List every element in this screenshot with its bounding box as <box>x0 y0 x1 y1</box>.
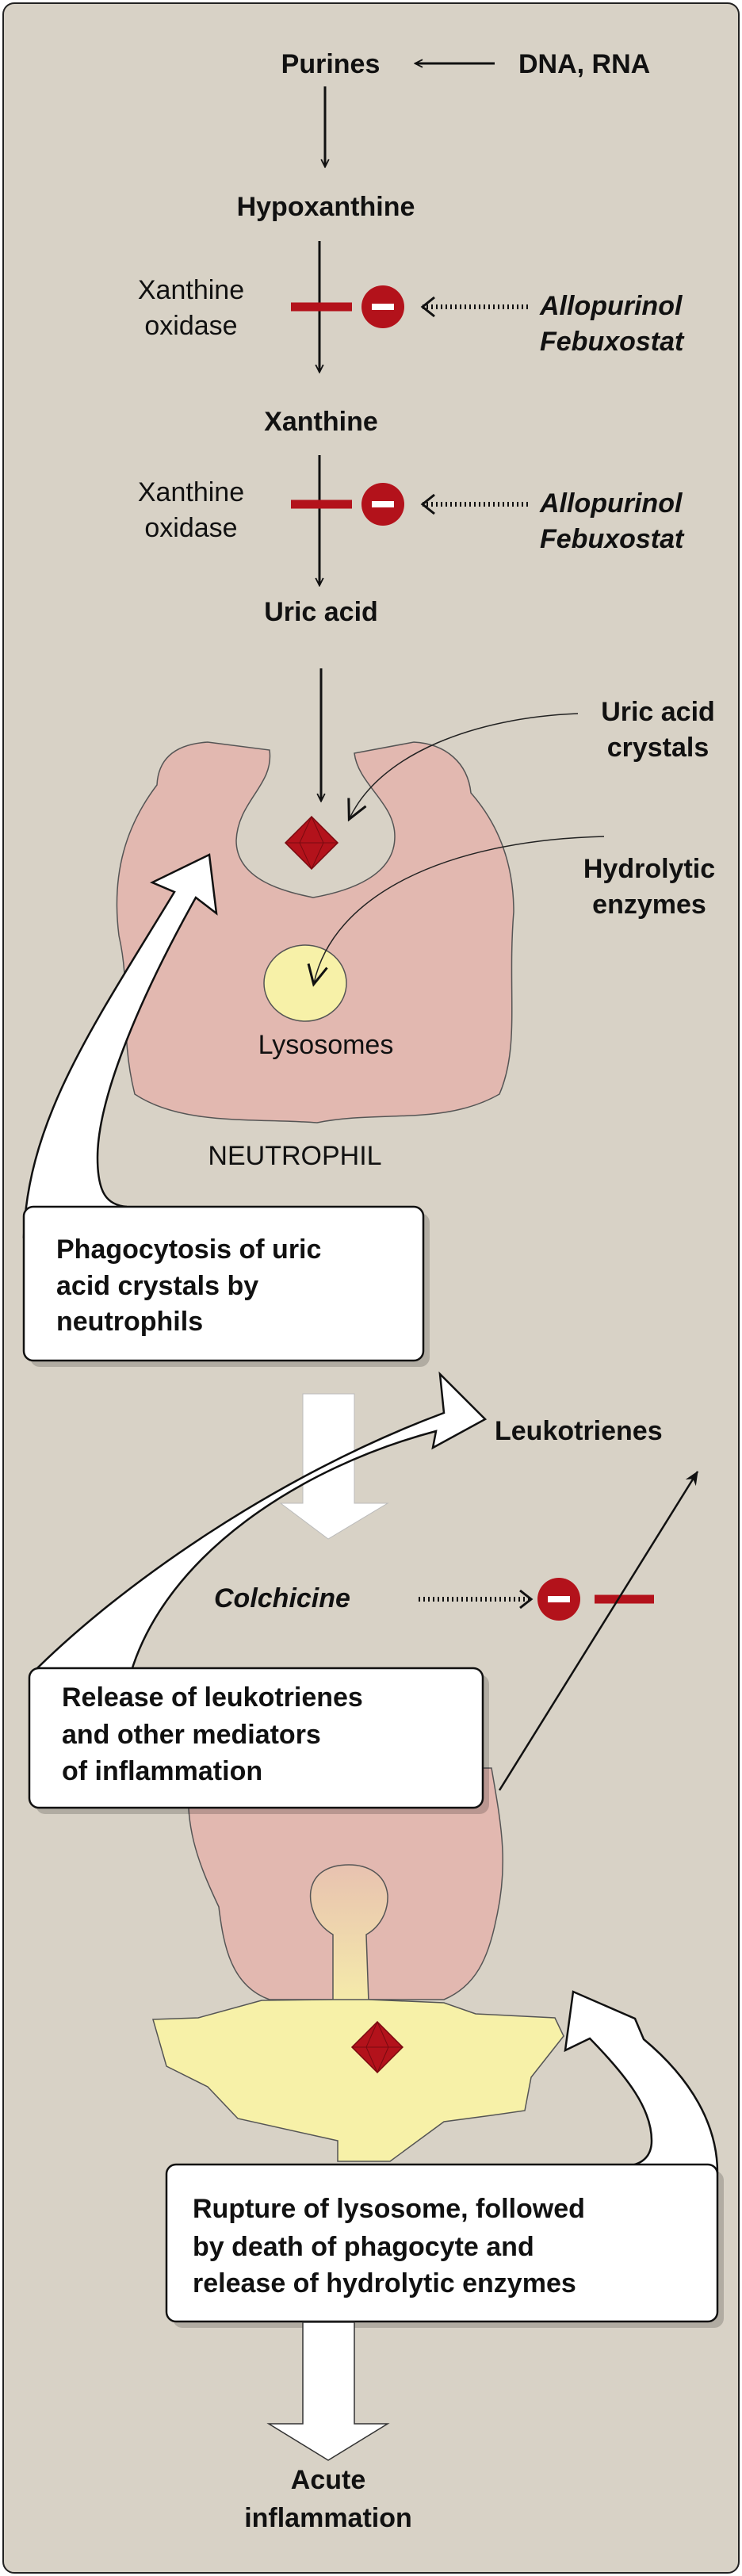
leukotriene-curved-arrow <box>28 1371 488 1676</box>
uric-acid-crystal-icon <box>284 815 339 871</box>
crystals-leader-line <box>350 713 579 818</box>
ruptured-lysosome <box>152 1999 564 2162</box>
hypoxanthine-label: Hypoxanthine <box>237 192 415 222</box>
uric-acid-crystal-icon <box>350 2020 404 2074</box>
neutrophil-cell <box>116 741 514 1123</box>
leukotrienes-release-arrow <box>498 1471 699 1791</box>
colchicine-label: Colchicine <box>214 1583 350 1613</box>
enzymes-leader-line <box>314 836 605 983</box>
rupture-box <box>165 2163 719 2323</box>
dna-rna-label: DNA, RNA <box>518 49 650 79</box>
rupture-curved-arrow <box>564 1990 719 2174</box>
lysosome <box>263 944 347 1022</box>
phagocytosis-curved-arrow <box>22 853 218 1238</box>
minus-icon <box>361 285 404 328</box>
leukotrienes-label: Leukotrienes <box>495 1416 663 1446</box>
neutrophil-label: NEUTROPHIL <box>208 1141 381 1171</box>
purines-label: Purines <box>281 49 381 79</box>
minus-icon <box>537 1578 580 1621</box>
xanthine-label: Xanthine <box>264 407 378 437</box>
lysosomes-label: Lysosomes <box>258 1030 394 1060</box>
down-block-arrow <box>266 2321 390 2461</box>
uric-acid-label: Uric acid <box>264 597 378 627</box>
release-box <box>28 1667 484 1809</box>
phagocytosis-box <box>22 1205 425 1362</box>
lysosome-knob <box>309 1864 388 2003</box>
minus-icon <box>361 483 404 526</box>
